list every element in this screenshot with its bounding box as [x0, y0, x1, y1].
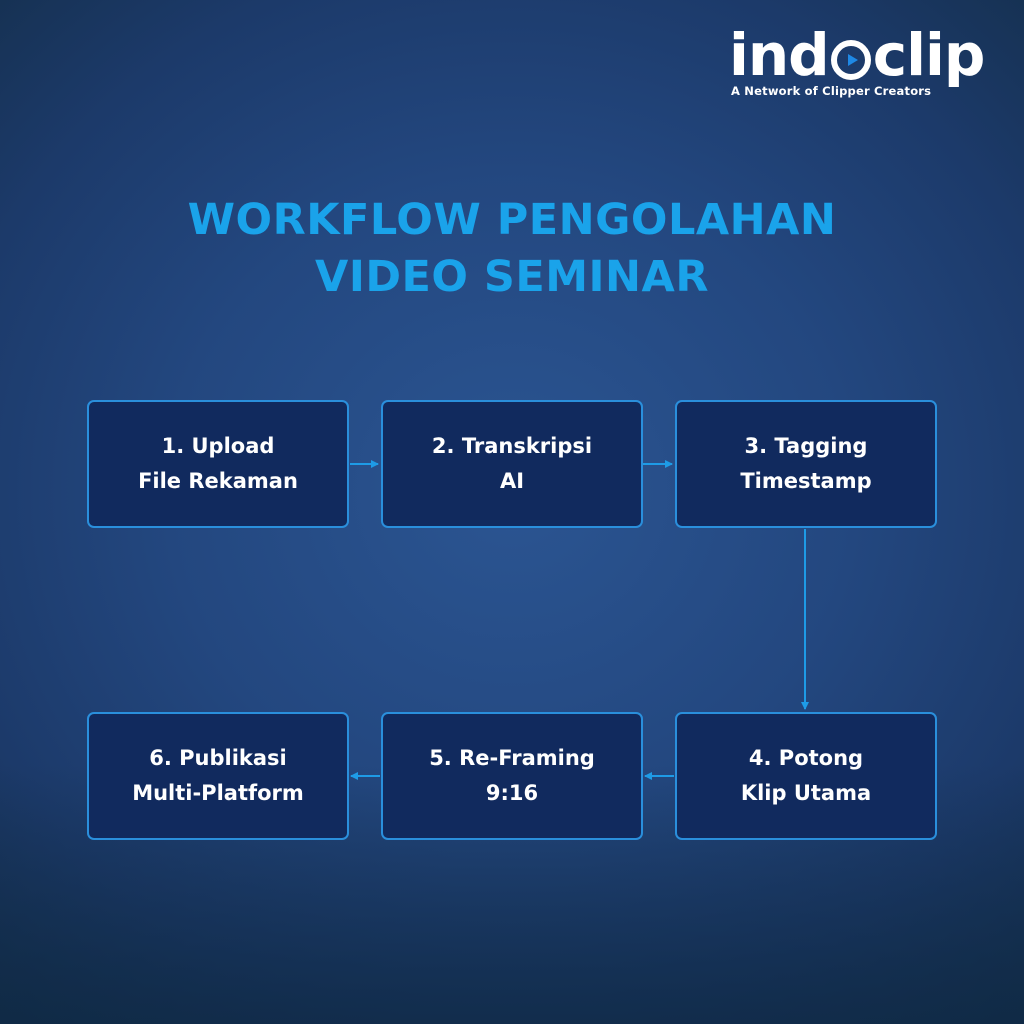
- step-box-tagging: 3. Tagging Timestamp: [675, 400, 937, 528]
- step-label-line-1: 2. Transkripsi: [431, 434, 593, 458]
- step-label-line-1: 5. Re-Framing: [429, 746, 595, 770]
- step-label-line-2: 9:16: [485, 781, 539, 805]
- step-label-line-1: 1. Upload: [161, 434, 275, 458]
- step-box-publikasi: 6. Publikasi Multi-Platform: [87, 712, 349, 840]
- logo-word-suffix: clip: [872, 21, 986, 89]
- step-label-line-1: 6. Publikasi: [149, 746, 287, 770]
- step-box-reframing: 5. Re-Framing 9:16: [381, 712, 643, 840]
- step-box-potong: 4. Potong Klip Utama: [675, 712, 937, 840]
- step-label-line-2: AI: [499, 469, 525, 493]
- title-line-2: VIDEO SEMINAR: [315, 252, 709, 302]
- page-title: WORKFLOW PENGOLAHAN VIDEO SEMINAR: [0, 192, 1024, 306]
- step-label-line-2: Timestamp: [740, 469, 872, 493]
- step-label-line-1: 3. Tagging: [744, 434, 868, 458]
- film-reel-icon: [830, 40, 871, 80]
- step-box-upload: 1. Upload File Rekaman: [87, 400, 349, 528]
- title-line-1: WORKFLOW PENGOLAHAN: [187, 195, 837, 245]
- step-label-line-1: 4. Potong: [748, 746, 864, 770]
- step-box-transkripsi: 2. Transkripsi AI: [381, 400, 643, 528]
- step-label-line-2: File Rekaman: [138, 469, 298, 493]
- step-label-line-2: Multi-Platform: [132, 781, 304, 805]
- logo-word-prefix: ind: [729, 21, 830, 89]
- logo-tagline: A Network of Clipper Creators: [731, 84, 932, 98]
- step-label-line-2: Klip Utama: [740, 781, 872, 805]
